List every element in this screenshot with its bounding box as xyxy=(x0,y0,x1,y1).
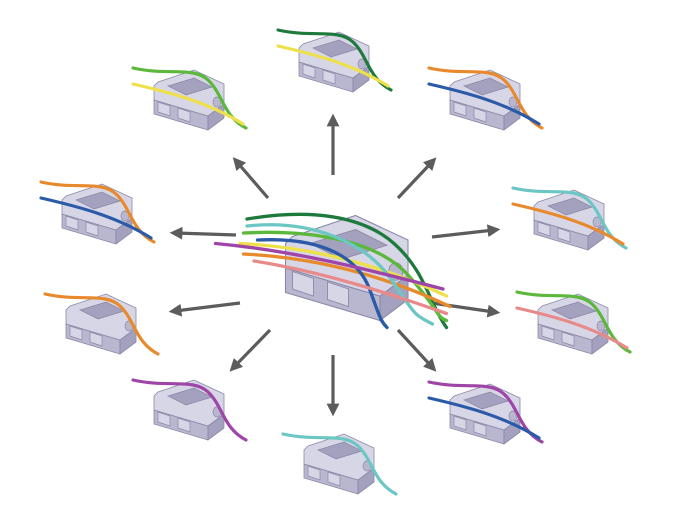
arrow-down-left xyxy=(229,328,272,372)
variant-bottom-right xyxy=(427,380,544,445)
variant-top-right xyxy=(427,66,544,131)
wire-purple xyxy=(213,241,445,291)
arrow-up-right xyxy=(396,157,437,200)
bracket-body xyxy=(153,379,225,441)
variant-top xyxy=(276,28,393,93)
wires xyxy=(39,180,156,244)
arrow-down-right xyxy=(396,328,437,372)
wire-yellow xyxy=(276,44,390,88)
wire-purple xyxy=(427,380,544,444)
wire-green xyxy=(131,66,248,130)
wires xyxy=(131,66,248,130)
wires xyxy=(515,290,632,354)
arrow-right xyxy=(431,224,501,239)
wire-yellow xyxy=(131,82,245,126)
variant-bottom-left xyxy=(131,378,248,442)
wire-blue xyxy=(39,196,153,240)
wire-pink xyxy=(515,306,629,350)
wires xyxy=(427,380,544,444)
wires xyxy=(427,66,544,130)
wire-green xyxy=(515,290,632,354)
arrow-up-left xyxy=(232,157,270,200)
wires xyxy=(43,292,160,356)
variant-left xyxy=(39,180,156,245)
wire-blue xyxy=(427,82,541,126)
wire-green xyxy=(241,230,449,323)
wire-orange xyxy=(39,180,156,244)
wire-dark_green xyxy=(276,28,393,92)
arrow-mid-left xyxy=(168,301,241,317)
combined-bracket xyxy=(213,212,452,330)
wire-orange xyxy=(511,202,625,246)
variant-mid-left xyxy=(43,292,160,356)
wire-purple xyxy=(131,378,248,442)
wires xyxy=(213,212,452,330)
bracket-body xyxy=(303,433,375,495)
wires xyxy=(276,28,393,92)
variant-mid-right xyxy=(515,290,632,355)
bracket-body xyxy=(65,293,137,355)
wire-orange xyxy=(241,252,452,309)
variant-right xyxy=(511,186,628,251)
wire-orange xyxy=(427,66,544,130)
bracket-layer xyxy=(39,28,632,496)
wire-pink xyxy=(252,259,449,316)
wire-teal xyxy=(511,186,628,250)
variant-top-left xyxy=(131,66,248,131)
wires xyxy=(131,378,248,442)
arrow-left xyxy=(169,226,237,240)
wire-blue xyxy=(427,396,541,440)
wire-blue xyxy=(255,238,389,330)
wires xyxy=(511,186,628,250)
wire-dark_green xyxy=(245,212,449,330)
variant-bottom xyxy=(281,432,398,496)
wire-teal xyxy=(281,432,398,496)
wire-orange xyxy=(43,292,160,356)
wires xyxy=(281,432,398,496)
wire-teal xyxy=(245,223,435,326)
